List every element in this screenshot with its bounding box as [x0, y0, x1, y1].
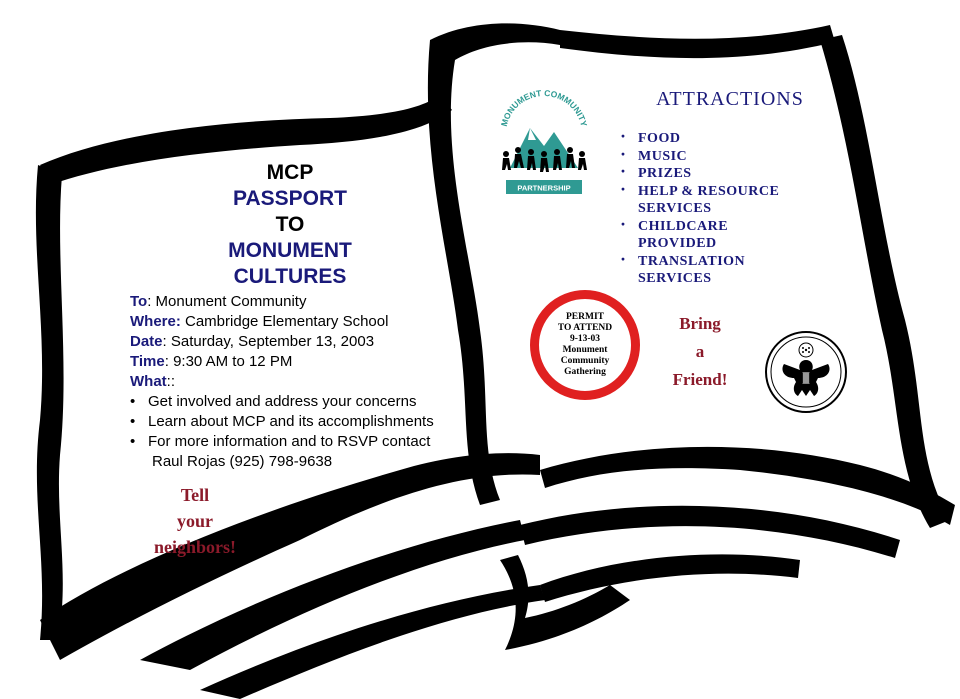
detail-to-value: : Monument Community — [147, 293, 307, 310]
great-seal-icon — [765, 331, 847, 413]
attraction-prizes: PRIZES — [620, 163, 860, 183]
detail-time: Time: 9:30 AM to 12 PM — [130, 352, 490, 372]
detail-where-value: Cambridge Elementary School — [180, 313, 389, 330]
tell-line: your — [177, 511, 213, 531]
permit-line: Gathering — [564, 367, 606, 377]
detail-to-label: To — [130, 293, 148, 310]
permit-line: Community — [560, 356, 610, 366]
book-bottom-left-stroke-3 — [200, 585, 545, 699]
book-top-left-stroke — [40, 95, 452, 185]
contact-line: Raul Rojas (925) 798-9638 — [152, 453, 333, 470]
what-item: For more information and to RSVP contact — [130, 432, 490, 452]
monument-community-partnership-logo: MONUMENT COMMUNITY PARTNERSHIP — [499, 88, 589, 194]
permit-line: 9-13-03 — [569, 334, 601, 344]
tell-line: Tell — [180, 485, 210, 505]
logo-arc-text: MONUMENT COMMUNITY — [499, 88, 589, 128]
book-bottom-right-stroke — [540, 446, 955, 525]
what-item: Get involved and address your concerns — [130, 392, 490, 412]
permit-line: TO ATTEND — [557, 323, 613, 333]
detail-where: Where: Cambridge Elementary School — [130, 312, 490, 332]
logo-mountain-icon — [510, 128, 578, 168]
logo-banner-text: PARTNERSHIP — [517, 184, 570, 193]
detail-to: To: Monument Community — [130, 292, 490, 312]
book-bottom-right-stroke-4 — [500, 555, 630, 650]
what-list: Get involved and address your concerns L… — [130, 392, 490, 452]
book-bottom-right-stroke-2 — [520, 505, 900, 558]
bring-friend-callout: Bring a Friend! — [660, 310, 740, 394]
permit-line: Monument — [562, 345, 608, 355]
detail-where-label: Where: — [130, 313, 181, 330]
detail-what-value: :: — [166, 373, 176, 390]
what-item: Learn about MCP and its accomplishments — [130, 412, 490, 432]
attraction-food: FOOD — [620, 128, 860, 148]
tell-neighbors-callout: Tell your neighbors! — [150, 482, 240, 560]
attraction-childcare: CHILDCARE — [620, 216, 860, 236]
title-line-cultures: CULTURES — [233, 265, 347, 288]
detail-date: Date: Saturday, September 13, 2003 — [130, 332, 490, 352]
title-line-monument: MONUMENT — [228, 239, 352, 262]
detail-time-label: Time — [130, 353, 165, 370]
bring-line: Friend! — [672, 370, 728, 389]
title-line-passport: PASSPORT — [233, 187, 347, 210]
bring-line: a — [695, 342, 705, 361]
title-line-mcp: MCP — [266, 161, 314, 184]
detail-what-label: What — [130, 373, 167, 390]
detail-time-value: : 9:30 AM to 12 PM — [164, 353, 293, 370]
attraction-translation: TRANSLATION — [620, 251, 860, 271]
title-line-to: TO — [275, 213, 305, 236]
attraction-music: MUSIC — [620, 146, 860, 166]
attraction-translation-cont: SERVICES — [638, 271, 712, 286]
book-spine-stroke — [427, 23, 560, 505]
book-bottom-left-stroke-2 — [140, 520, 525, 670]
detail-date-label: Date — [130, 333, 163, 350]
permit-stamp: PERMIT TO ATTEND 9-13-03 Monument Commun… — [530, 290, 640, 400]
tell-line: neighbors! — [153, 537, 236, 557]
event-details: To: Monument Community Where: Cambridge … — [130, 292, 490, 472]
flyer-title: MCP PASSPORT TO MONUMENT CULTURES — [160, 160, 420, 290]
logo-dancers-icon — [502, 147, 587, 172]
attraction-help: HELP & RESOURCE — [620, 181, 860, 201]
permit-line: PERMIT — [566, 312, 604, 322]
detail-what: What:: — [130, 372, 490, 392]
attractions-list: FOOD MUSIC PRIZES HELP & RESOURCE SERVIC… — [620, 128, 860, 288]
logo-snowcap-icon — [528, 128, 536, 140]
book-left-outer-stroke — [35, 165, 64, 640]
book-bottom-right-stroke-3 — [540, 554, 800, 602]
book-bottom-left-stroke — [40, 453, 540, 660]
detail-date-value: : Saturday, September 13, 2003 — [162, 333, 375, 350]
attractions-title: ATTRACTIONS — [656, 88, 804, 110]
attraction-help-cont: SERVICES — [638, 201, 712, 216]
attraction-childcare-cont: PROVIDED — [638, 236, 717, 251]
book-top-right-stroke — [560, 25, 835, 59]
bring-line: Bring — [679, 314, 721, 333]
logo-banner — [506, 180, 582, 194]
